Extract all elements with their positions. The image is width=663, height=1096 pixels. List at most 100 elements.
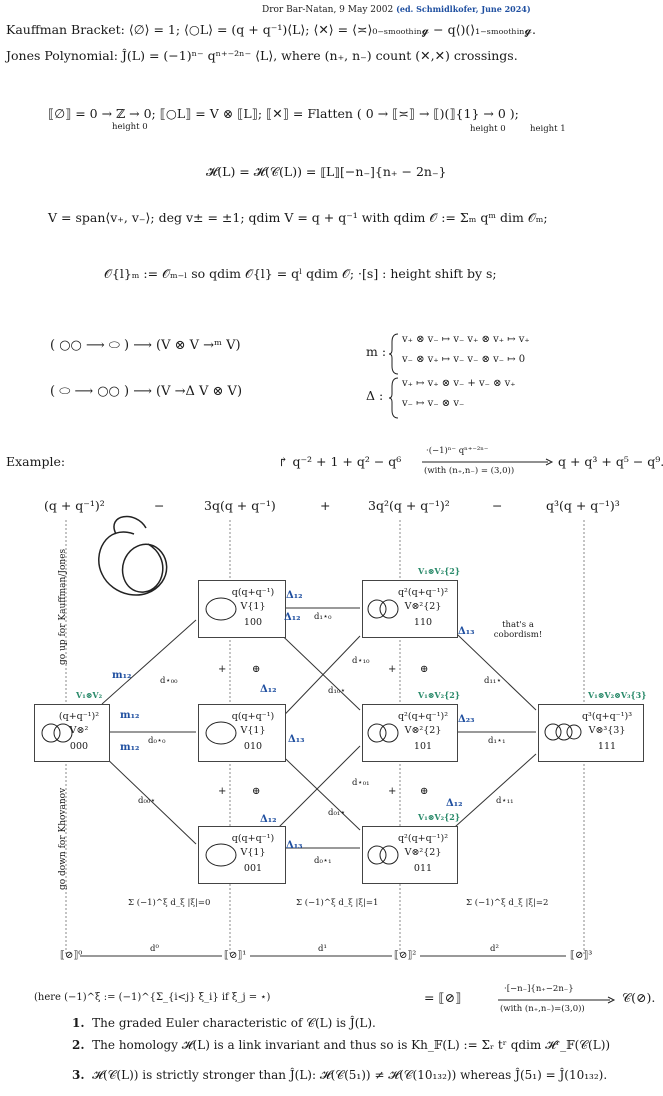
example-label: Example: xyxy=(6,454,66,469)
smoothing-icon-011 xyxy=(367,845,399,865)
homology-definition: 𝓗(L) = 𝓗(𝒞(L)) = ⟦L⟧[−n₋]{n₊ − 2n₋} xyxy=(206,164,447,179)
example-poly-right: q + q³ + q⁵ − q⁹. xyxy=(558,454,663,469)
label-d12-a: Δ₁₂ xyxy=(286,590,303,601)
sign-plus-2: + xyxy=(218,786,227,797)
map-d1star1: d₁⋆₁ xyxy=(488,736,506,746)
col-head-3: q³(q + q⁻¹)³ xyxy=(546,498,620,513)
smoothing-icon-100 xyxy=(205,597,237,621)
label-m12-c: m₁₂ xyxy=(120,742,140,753)
delta-map: ( ⬭ ⟶ ○○ ) ⟶ (V →Δ V ⊗ V) xyxy=(50,384,243,399)
map-d00star: d₀₀⋆ xyxy=(138,796,156,806)
map-d0star0: d₀⋆₀ xyxy=(148,736,166,746)
chain-d0: d⁰ xyxy=(150,944,159,954)
degree-shift-definition: 𝒪{l}ₘ := 𝒪ₘ₋ₗ so qdim 𝒪{l} = qˡ qdim 𝒪; … xyxy=(104,266,497,281)
height0-label-b: height 0 xyxy=(470,124,506,134)
sign-oplus-4: ⊕ xyxy=(420,786,429,797)
delta-brace xyxy=(388,377,399,419)
chain-term-0: ⟦⊘⟧⁰ xyxy=(60,950,83,961)
kauffman-bracket: Kauffman Bracket: ⟨∅⟩ = 1; ⟨○L⟩ = (q + q… xyxy=(6,22,536,37)
map-dstar10: d⋆₁₀ xyxy=(352,656,370,666)
height1-label: height 1 xyxy=(530,124,566,134)
label-d13-b: Δ₁₃ xyxy=(286,840,303,851)
tag-101: V₁⊗V₂{2} xyxy=(418,690,460,700)
chain-term-3: ⟦⊘⟧³ xyxy=(570,950,593,961)
m-rule-1: v₊ ⊗ v₋ ↦ v₋ v₊ ⊗ v₊ ↦ v₊ xyxy=(402,334,530,345)
chain-d1: d¹ xyxy=(318,944,327,954)
m-map: ( ○○ ⟶ ⬭ ) ⟶ (V ⊗ V →ᵐ V) xyxy=(50,338,241,353)
smoothing-icon-111 xyxy=(544,723,582,741)
bottom-arrow-top: ·[−n₋]{n₊−2n₋} xyxy=(504,984,574,994)
col-sign-2: − xyxy=(492,498,503,513)
col-head-1: 3q(q + q⁻¹) xyxy=(204,498,276,513)
example-arrow xyxy=(422,458,554,466)
sum-degree-1: Σ (−1)^ξ d_ξ |ξ|=1 xyxy=(296,898,379,908)
label-d13-c: Δ₁₃ xyxy=(458,626,475,637)
sign-plus-4: + xyxy=(388,786,397,797)
delta-rule-1: v₊ ↦ v₊ ⊗ v₋ + v₋ ⊗ v₊ xyxy=(402,378,516,389)
sum-degree-2: Σ (−1)^ξ d_ξ |ξ|=2 xyxy=(466,898,549,908)
sum-degree-0: Σ (−1)^ξ d_ξ |ξ|=0 xyxy=(128,898,211,908)
chain-term-2: ⟦⊘⟧² xyxy=(394,950,417,961)
header-edited: (ed. Schmidlkofer, June 2024) xyxy=(396,4,531,14)
col-head-2: 3q²(q + q⁻¹)² xyxy=(368,498,450,513)
delta-rule-2: v₋ ↦ v₋ ⊗ v₋ xyxy=(402,398,465,409)
map-d11star: d₁₁⋆ xyxy=(484,676,502,686)
tag-111: V₁⊗V₂⊗V₃{3} xyxy=(588,690,647,700)
sign-convention: (here (−1)^ξ := (−1)^{Σ_{i<j} ξ_i} if ξ_… xyxy=(34,992,271,1003)
m-brace xyxy=(388,333,399,375)
label-d12-b: Δ₁₂ xyxy=(284,612,301,623)
bottom-arrow-bottom: (with (n₊,n₋)=(3,0)) xyxy=(500,1004,585,1014)
example-arrow-bottom: (with (n₊,n₋) = (3,0)) xyxy=(424,466,515,476)
tag-000: V₁⊗V₂ xyxy=(76,690,103,700)
label-m12-b: m₁₂ xyxy=(120,710,140,721)
m-rule-2: v₋ ⊗ v₊ ↦ v₋ v₋ ⊗ v₋ ↦ 0 xyxy=(402,354,526,365)
knot-diagram xyxy=(98,515,168,596)
col-sign-1: + xyxy=(320,498,331,513)
map-dstar01: d⋆₀₁ xyxy=(352,778,370,788)
label-m12-a: m₁₂ xyxy=(112,670,132,681)
chain-term-1: ⟦⊘⟧¹ xyxy=(224,950,247,961)
tag-110: V₁⊗V₂{2} xyxy=(418,566,460,576)
notes-list: 1. The graded Euler characteristic of 𝒞(… xyxy=(72,1016,610,1090)
smoothing-icon-101 xyxy=(367,723,399,743)
smoothing-icon-001 xyxy=(205,843,237,867)
cube-vertex-001: q(q+q⁻¹) V{1} 001 xyxy=(198,826,286,884)
note-item: 3. 𝓗(𝒞(L)) is strictly stronger than Ĵ(L… xyxy=(72,1068,608,1082)
label-d12-d: Δ₁₂ xyxy=(260,814,277,825)
vector-space-definition: V = span⟨v₊, v₋⟩; deg v± = ±1; qdim V = … xyxy=(48,210,548,225)
label-d12-e: Δ₁₂ xyxy=(446,798,463,809)
map-d1star0: d₁⋆₀ xyxy=(314,612,332,622)
label-d12-c: Δ₁₂ xyxy=(260,684,277,695)
col-head-0: (q + q⁻¹)² xyxy=(44,498,105,513)
smoothing-icon-010 xyxy=(205,721,237,745)
m-label: m : xyxy=(366,344,387,359)
jones-polynomial: Jones Polynomial: Ĵ(L) = (−1)ⁿ⁻ qⁿ⁺⁻²ⁿ⁻ … xyxy=(6,48,518,63)
side-label-up: go up for Kauffman/Jones xyxy=(58,548,68,665)
map-dstar11: d⋆₁₁ xyxy=(496,796,514,806)
bottom-equals: = ⟦⊘⟧ xyxy=(424,990,462,1005)
smoothing-icon-000 xyxy=(41,723,73,743)
label-d23: Δ₂₃ xyxy=(458,714,475,725)
cube-vertex-101: q²(q+q⁻¹)² V⊗²{2} 101 xyxy=(362,704,458,762)
map-dstar00: d⋆₀₀ xyxy=(160,676,178,686)
delta-label: Δ : xyxy=(366,388,384,403)
map-d01star: d₀₁⋆ xyxy=(328,808,346,818)
map-d0star1: d₀⋆₁ xyxy=(314,856,332,866)
sign-oplus-2: ⊕ xyxy=(252,786,261,797)
cube-vertex-110: q²(q+q⁻¹)² V⊗²{2} 110 xyxy=(362,580,458,638)
tag-011: V₁⊗V₂{2} xyxy=(418,812,460,822)
chain-d2: d² xyxy=(490,944,499,954)
side-label-down: go down for Khovanov xyxy=(58,787,68,890)
map-d10star: d₁₀⋆ xyxy=(328,686,346,696)
bottom-arrow xyxy=(498,996,616,1004)
note-item: 2. The homology 𝓗(L) is a link invariant… xyxy=(72,1038,611,1052)
note-item: 1. The graded Euler characteristic of 𝒞(… xyxy=(72,1016,376,1030)
sign-plus-3: + xyxy=(388,664,397,675)
cube-vertex-111: q³(q+q⁻¹)³ V⊗³{3} 111 xyxy=(538,704,644,762)
bottom-right: 𝒞(⊘). xyxy=(622,990,656,1005)
sign-plus-1: + xyxy=(218,664,227,675)
cobordism-note: that's a cobordism! xyxy=(493,620,543,640)
col-sign-0: − xyxy=(154,498,165,513)
example-poly-left: ↱ q⁻² + 1 + q² − q⁶ xyxy=(278,454,402,469)
label-d13-a: Δ₁₃ xyxy=(288,734,305,745)
